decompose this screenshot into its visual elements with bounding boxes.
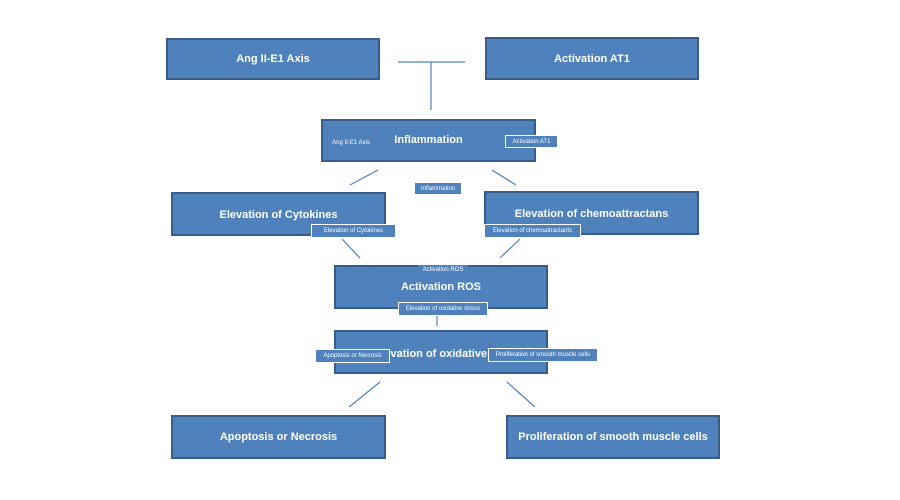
tag-chemoattractants: Elevation of chemoattractants	[484, 224, 581, 238]
node-chemoattractants-label: Elevation of chemoattractans	[514, 208, 669, 220]
tag-activation-at1-label: Activation AT1	[512, 138, 551, 145]
node-apoptosis: Apoptosis or Necrosis	[171, 415, 386, 459]
node-inflammation-label: Inflammation	[394, 133, 463, 146]
tag-ang-axis-label: Ang II-E1 Axis	[332, 139, 370, 146]
tag-chemoattractants-label: Elevation of chemoattractants	[492, 228, 573, 234]
node-oxidative-stress-label: Elevation of oxidative stress	[374, 348, 523, 360]
node-ang-axis-label: Ang II-E1 Axis	[236, 53, 310, 65]
node-activation-ros-label: Activation ROS	[400, 281, 482, 293]
tag-proliferation: Proliferation of smooth muscle cells	[488, 348, 598, 362]
tag-cytokines-label: Elevation of Cytokines	[323, 228, 384, 234]
connector-inflammation-chemoattractants	[491, 169, 517, 186]
tag-activation-ros-label: Activation ROS	[422, 267, 464, 273]
tag-cytokines: Elevation of Cytokines	[311, 224, 396, 238]
tag-activation-at1: Activation AT1	[505, 135, 558, 148]
tag-apoptosis: Apoptosis or Necrosis	[315, 349, 390, 363]
node-ang-axis: Ang II-E1 Axis	[166, 38, 380, 80]
tag-inflammation: Inflammation	[414, 182, 462, 195]
tag-inflammation-label: Inflammation	[420, 185, 456, 192]
node-proliferation: Proliferation of smooth muscle cells	[506, 415, 720, 459]
node-apoptosis-label: Apoptosis or Necrosis	[219, 431, 338, 443]
connector-oxidative-proliferation	[506, 381, 536, 408]
tag-activation-ros: Activation ROS	[418, 265, 468, 275]
connector-inflammation-cytokines	[349, 169, 379, 186]
tag-oxidative-stress: Elevation of oxidative stress	[398, 302, 488, 316]
node-proliferation-label: Proliferation of smooth muscle cells	[518, 431, 708, 443]
tag-apoptosis-label: Apoptosis or Necrosis	[323, 353, 382, 359]
connector-cytokines-ros	[341, 238, 361, 259]
connector-oxidative-apoptosis	[348, 381, 381, 408]
tag-ang-axis: Ang II-E1 Axis	[328, 137, 374, 148]
node-activation-at1-label: Activation AT1	[554, 52, 630, 65]
tag-oxidative-stress-label: Elevation of oxidative stress	[405, 306, 481, 312]
node-cytokines-label: Elevation of Cytokines	[219, 209, 338, 221]
tag-proliferation-label: Proliferation of smooth muscle cells	[495, 352, 591, 358]
connector-chemoattractants-ros	[499, 238, 521, 259]
node-activation-at1: Activation AT1	[485, 37, 699, 80]
